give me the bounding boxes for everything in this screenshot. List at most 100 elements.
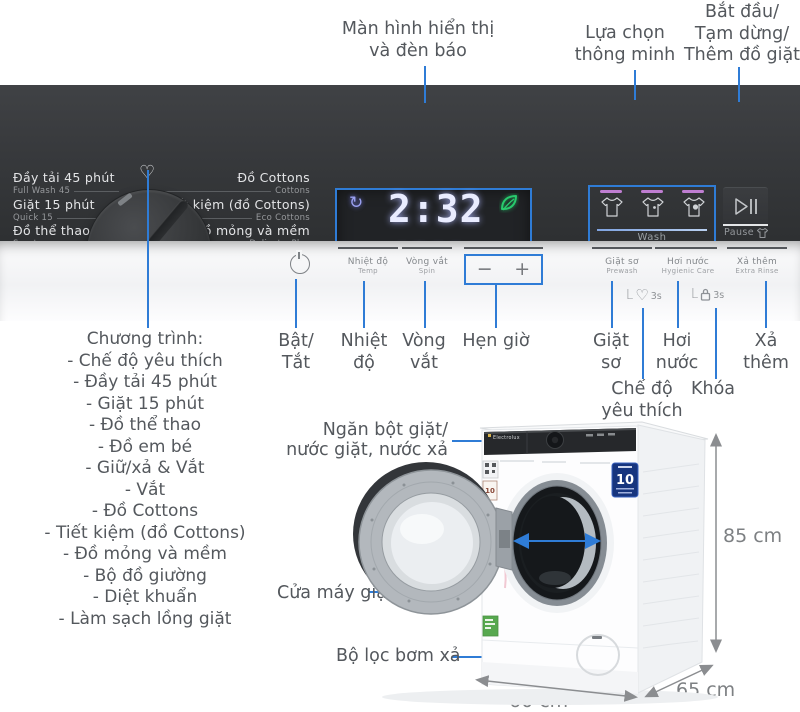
start-underline <box>723 224 768 226</box>
callout-temp: Nhiệt độ <box>340 331 388 373</box>
callout-extra-rinse: Xả thêm <box>743 331 789 373</box>
touch-line <box>402 247 452 249</box>
program-list-title: Chương trình: <box>86 329 204 349</box>
plus-icon: + <box>514 258 531 280</box>
shirt-heavy-soil-icon <box>683 197 705 217</box>
leader-lock <box>715 308 717 379</box>
list-item: - Đầy tải 45 phút <box>73 372 217 392</box>
leader-drawer <box>452 440 510 442</box>
strip-buttons-marks <box>586 433 615 437</box>
heart-icon: ♡ <box>635 286 649 304</box>
program-list: Chương trình: - Chế độ yêu thích - Đầy t… <box>15 329 275 630</box>
touch-line <box>592 247 652 249</box>
program-vi: Đầy tải 45 phút <box>13 170 115 185</box>
brand-text: Electrolux <box>493 435 520 441</box>
leader-start <box>738 67 740 102</box>
program-line <box>74 190 119 192</box>
touch-line <box>464 247 543 249</box>
svg-text:10: 10 <box>485 487 495 495</box>
list-item: - Đồ Cottons <box>91 501 199 521</box>
program-label: Giặt 15 phút Quick 15 <box>13 198 119 223</box>
floor-shadow <box>382 689 718 705</box>
list-item: - Giặt 15 phút <box>86 393 204 414</box>
touch-line <box>727 247 787 249</box>
list-item: - Giữ/xả & Vắt <box>85 458 205 478</box>
soil-indicator-1 <box>600 190 622 193</box>
leader-temp <box>363 281 365 328</box>
leader-power <box>295 279 297 328</box>
soil-indicator-2 <box>641 190 663 193</box>
start-pause-button <box>723 187 768 225</box>
washing-machine-illustration: Electrolux 10 10 <box>353 421 722 705</box>
list-item: - Đồ thể thao <box>88 415 202 435</box>
width-arrow <box>475 675 638 702</box>
spin-speed-display: 1200 <box>394 240 465 241</box>
leader-timer <box>495 285 497 328</box>
callout-spin: Vòng vắt <box>402 331 446 373</box>
power-icon <box>298 252 300 259</box>
shirt-medium-soil-icon <box>642 197 664 217</box>
leader-smart <box>634 70 636 100</box>
prewash-button: Giặt sơ Prewash <box>605 257 639 275</box>
door-glass <box>391 502 473 584</box>
display-panel <box>335 188 532 241</box>
callout-smart: Lựa chọn thông minh <box>574 23 676 65</box>
favorite-hold-hint: L ♡ 3s <box>626 286 662 304</box>
callout-filter: Bộ lọc bơm xả <box>336 646 461 666</box>
smart-select-panel: Wash <box>588 185 716 243</box>
leader-steam <box>677 281 679 328</box>
program-label: Đồ Cottons Cottons <box>142 171 310 196</box>
list-item: - Đồ mỏng và mềm <box>63 544 227 564</box>
minus-icon: − <box>476 258 493 280</box>
soil-indicator-3 <box>682 190 704 193</box>
callout-favorite: Chế độ yêu thích <box>601 379 683 421</box>
qr-pixels <box>485 463 496 474</box>
callout-timer: Hẹn giờ <box>462 331 530 351</box>
leader-prewash <box>611 281 613 328</box>
energy-label-marks <box>485 619 495 629</box>
touch-line <box>655 247 717 249</box>
control-panel: Đầy tải 45 phút Full Wash 45 Giặt 15 phú… <box>0 85 800 243</box>
drum-swirl-icon: ↻ <box>349 193 364 213</box>
dimension-height: 85 cm <box>723 525 783 547</box>
list-item: - Bộ đồ giường <box>83 565 207 586</box>
front-seam <box>481 639 639 649</box>
time-display: 2:32 <box>388 187 484 231</box>
lock-hold-hint: L 3s <box>691 287 725 302</box>
side-ribs <box>642 463 700 649</box>
power-button <box>290 252 310 274</box>
play-pause-icon <box>735 198 757 215</box>
printed-text-hint <box>500 460 610 464</box>
shirt-light-soil-icon <box>601 197 623 217</box>
wash-label: Wash <box>637 232 667 243</box>
callout-drawer: Ngăn bột giặt/ nước giặt, nước xả <box>286 420 448 460</box>
callout-prewash: Giặt sơ <box>592 331 629 373</box>
program-label: Đồ mỏng và mềm DelicatesPlus <box>142 224 310 242</box>
wash-underline <box>597 229 707 231</box>
program-label: Đầy tải 45 phút Full Wash 45 <box>13 171 119 196</box>
list-item: - Làm sạch lồng giặt <box>58 608 232 629</box>
pump-filter <box>576 634 620 676</box>
leader-dial <box>147 170 149 328</box>
touch-line <box>338 247 398 249</box>
leader-extra-rinse <box>765 281 767 328</box>
add-garment-icon <box>756 227 768 238</box>
list-item: - Đồ em bé <box>97 436 193 457</box>
callout-door: Cửa máy giặt <box>277 583 394 603</box>
program-label: Đồ thể thao Sports <box>13 224 119 242</box>
lock-icon <box>701 288 711 301</box>
pause-label: Pause <box>716 227 776 238</box>
depth-arrow <box>644 664 714 698</box>
temp-button: Nhiệt độ Temp <box>347 257 389 275</box>
list-item: - Chế độ yêu thích <box>67 350 223 371</box>
spin-button: Vòng vắt Spin <box>405 257 449 275</box>
leader-spin <box>424 281 426 328</box>
leader-favorite <box>642 308 644 379</box>
callout-steam: Hơi nước <box>655 331 699 373</box>
callout-display: Màn hình hiển thị và đèn báo <box>341 19 495 61</box>
delay-timer-buttons: − + <box>464 254 543 285</box>
callout-power: Bật/ Tắt <box>278 331 314 373</box>
svg-text:10: 10 <box>616 473 634 488</box>
callout-start: Bắt đầu/ Tạm dừng/ Thêm đồ giặt <box>683 2 800 65</box>
